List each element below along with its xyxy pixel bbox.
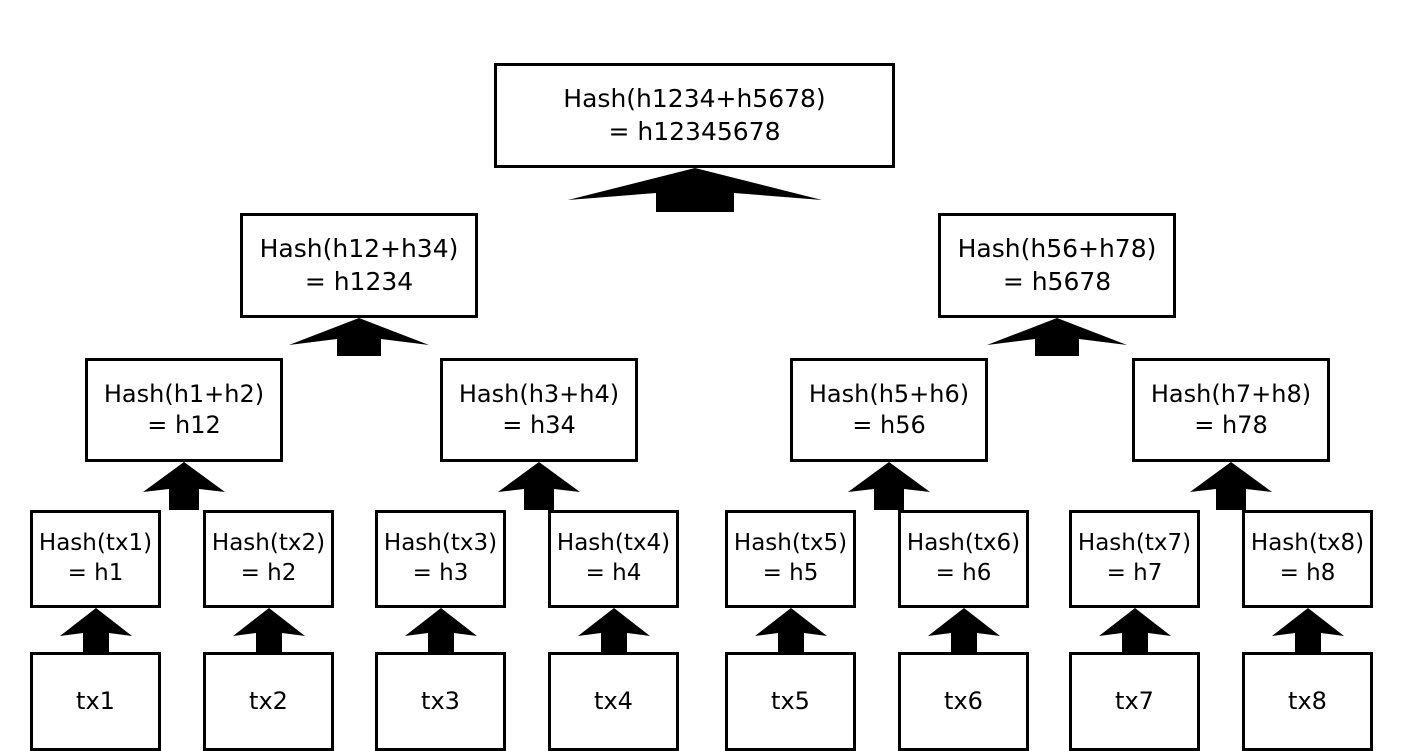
- leaf-hash-node-h7-line1: Hash(tx7): [1077, 530, 1192, 557]
- leaf-hash-node-h6: Hash(tx6) = h6: [898, 510, 1029, 608]
- arrow-up-tx1-to-h1: [60, 608, 132, 654]
- arrow-up-to-h34: [498, 462, 580, 510]
- leaf-hash-node-h4-line2: = h4: [585, 560, 642, 586]
- transaction-node-tx2-label: tx2: [249, 686, 288, 715]
- arrow-up-to-h56: [848, 462, 930, 510]
- branch-node-h1234-line1: Hash(h12+h34): [259, 234, 459, 263]
- branch-node-h78-line1: Hash(h7+h8): [1150, 379, 1312, 408]
- leaf-hash-node-h5-line2: = h5: [762, 560, 819, 586]
- leaf-hash-node-h5: Hash(tx5) = h5: [725, 510, 856, 608]
- leaf-hash-node-h6-line2: = h6: [935, 560, 992, 586]
- transaction-node-tx8-label: tx8: [1288, 686, 1327, 715]
- arrow-up-to-root: [568, 168, 822, 212]
- leaf-hash-node-h8-line1: Hash(tx8): [1250, 530, 1365, 557]
- leaf-hash-node-h1: Hash(tx1) = h1: [30, 510, 161, 608]
- branch-node-h34-line1: Hash(h3+h4): [458, 379, 620, 408]
- arrow-up-to-h12: [143, 462, 225, 510]
- branch-node-h5678-line2: = h5678: [1002, 266, 1112, 296]
- leaf-hash-node-h4-line1: Hash(tx4): [556, 530, 671, 557]
- leaf-hash-node-h3-line2: = h3: [412, 560, 469, 586]
- arrow-up-tx7-to-h7: [1099, 608, 1171, 654]
- branch-node-h34: Hash(h3+h4) = h34: [440, 358, 638, 462]
- arrow-up-to-h1234: [289, 318, 429, 356]
- branch-node-h78: Hash(h7+h8) = h78: [1132, 358, 1330, 462]
- transaction-node-tx7: tx7: [1069, 652, 1200, 751]
- branch-node-h12: Hash(h1+h2) = h12: [85, 358, 283, 462]
- leaf-hash-node-h8: Hash(tx8) = h8: [1242, 510, 1373, 608]
- branch-node-h56-line2: = h56: [852, 411, 926, 439]
- transaction-node-tx2: tx2: [203, 652, 334, 751]
- arrow-up-to-h5678: [987, 318, 1127, 356]
- transaction-node-tx6-label: tx6: [944, 686, 983, 715]
- arrow-up-to-h78: [1190, 462, 1272, 510]
- leaf-hash-node-h3: Hash(tx3) = h3: [375, 510, 506, 608]
- branch-node-h5678: Hash(h56+h78) = h5678: [938, 213, 1176, 318]
- leaf-hash-node-h3-line1: Hash(tx3): [383, 530, 498, 557]
- transaction-node-tx4: tx4: [548, 652, 679, 751]
- transaction-node-tx5-label: tx5: [771, 686, 810, 715]
- transaction-node-tx1: tx1: [30, 652, 161, 751]
- branch-node-h1234: Hash(h12+h34) = h1234: [240, 213, 478, 318]
- merkle-root-node: Hash(h1234+h5678) = h12345678: [494, 63, 895, 168]
- leaf-hash-node-h2-line1: Hash(tx2): [211, 530, 326, 557]
- branch-node-h1234-line2: = h1234: [304, 266, 414, 296]
- leaf-hash-node-h6-line1: Hash(tx6): [906, 530, 1021, 557]
- transaction-node-tx7-label: tx7: [1115, 686, 1154, 715]
- transaction-node-tx3-label: tx3: [421, 686, 460, 715]
- branch-node-h78-line2: = h78: [1194, 411, 1268, 439]
- branch-node-h34-line2: = h34: [502, 411, 576, 439]
- arrow-up-tx2-to-h2: [233, 608, 305, 654]
- leaf-hash-node-h7-line2: = h7: [1106, 560, 1163, 586]
- branch-node-h12-line1: Hash(h1+h2): [103, 379, 265, 408]
- transaction-node-tx8: tx8: [1242, 652, 1373, 751]
- transaction-node-tx6: tx6: [898, 652, 1029, 751]
- leaf-hash-node-h2: Hash(tx2) = h2: [203, 510, 334, 608]
- merkle-root-line1: Hash(h1234+h5678): [563, 84, 826, 113]
- branch-node-h5678-line1: Hash(h56+h78): [957, 234, 1157, 263]
- arrow-up-tx5-to-h5: [755, 608, 827, 654]
- arrow-up-tx3-to-h3: [405, 608, 477, 654]
- branch-node-h12-line2: = h12: [147, 411, 221, 439]
- arrow-up-tx4-to-h4: [578, 608, 650, 654]
- leaf-hash-node-h5-line1: Hash(tx5): [733, 530, 848, 557]
- leaf-hash-node-h1-line1: Hash(tx1): [38, 530, 153, 557]
- leaf-hash-node-h8-line2: = h8: [1279, 560, 1336, 586]
- transaction-node-tx1-label: tx1: [76, 686, 115, 715]
- transaction-node-tx3: tx3: [375, 652, 506, 751]
- leaf-hash-node-h4: Hash(tx4) = h4: [548, 510, 679, 608]
- transaction-node-tx4-label: tx4: [594, 686, 633, 715]
- transaction-node-tx5: tx5: [725, 652, 856, 751]
- merkle-root-line2: = h12345678: [608, 116, 781, 146]
- branch-node-h56: Hash(h5+h6) = h56: [790, 358, 988, 462]
- branch-node-h56-line1: Hash(h5+h6): [808, 379, 970, 408]
- leaf-hash-node-h7: Hash(tx7) = h7: [1069, 510, 1200, 608]
- leaf-hash-node-h2-line2: = h2: [240, 560, 297, 586]
- arrow-up-tx8-to-h8: [1272, 608, 1344, 654]
- leaf-hash-node-h1-line2: = h1: [67, 560, 124, 586]
- arrow-up-tx6-to-h6: [928, 608, 1000, 654]
